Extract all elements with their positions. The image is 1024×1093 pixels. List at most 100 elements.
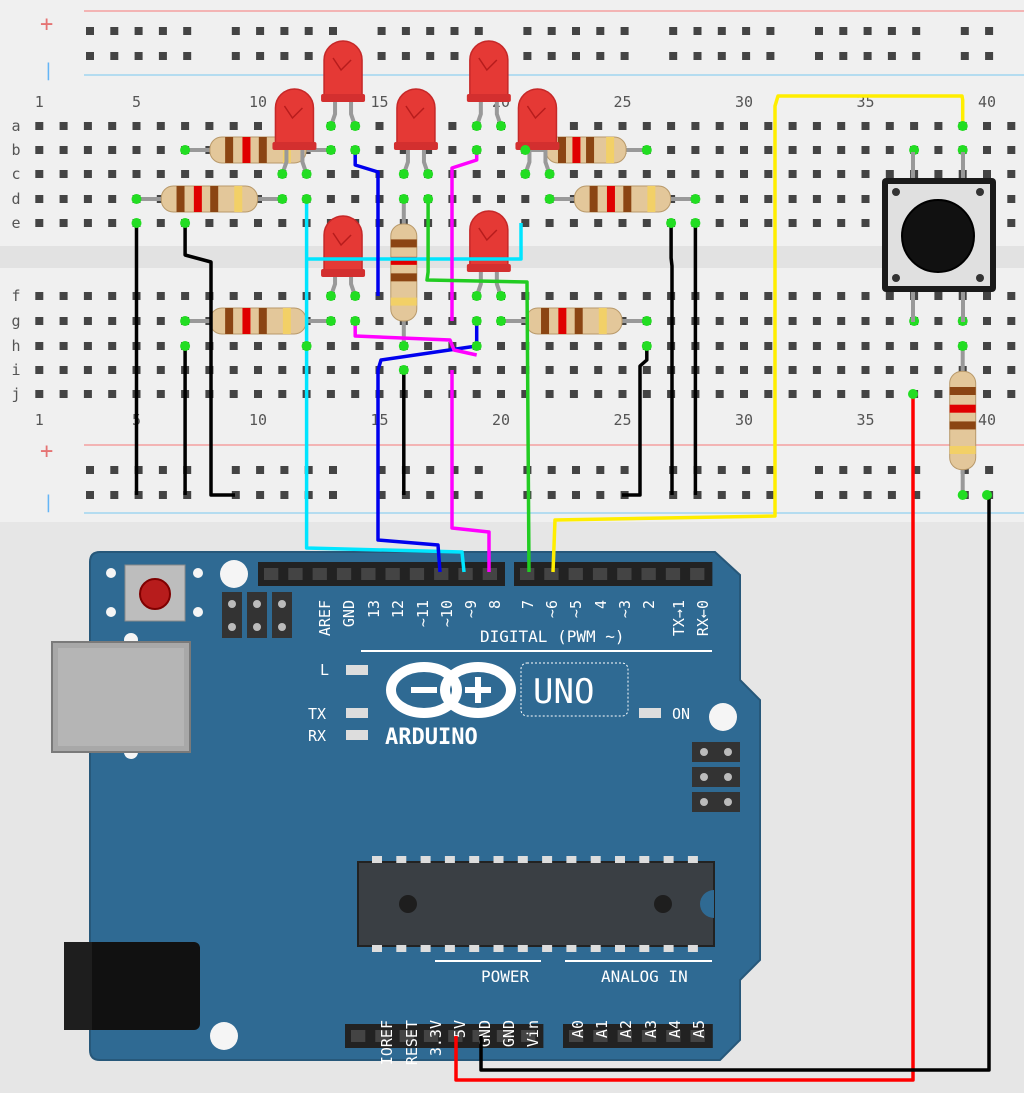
connection-dot	[496, 291, 506, 301]
chip-leg	[493, 856, 504, 863]
connection-dot	[301, 169, 312, 179]
rail-hole	[815, 27, 823, 35]
breadboard-hole	[375, 342, 384, 350]
breadboard-hole	[108, 342, 117, 350]
header-socket	[361, 568, 376, 580]
breadboard-hole	[205, 170, 214, 178]
pin-label: RESET	[403, 1020, 421, 1065]
breadboard-hole	[715, 292, 724, 300]
breadboard-hole	[740, 122, 748, 130]
row-letter: b	[11, 141, 20, 159]
chip-leg	[444, 945, 455, 952]
breadboard-hole	[788, 195, 797, 203]
reset-button[interactable]	[139, 578, 171, 610]
rail-hole	[620, 27, 629, 35]
breadboard-hole	[326, 195, 335, 203]
breadboard-hole	[156, 122, 165, 130]
led-tx-label: TX	[308, 705, 326, 723]
breadboard-hole	[788, 390, 797, 398]
rail-hole	[183, 491, 192, 499]
wire-black	[622, 346, 649, 497]
resistor-band	[390, 297, 417, 306]
breadboard-hole	[812, 342, 821, 350]
breadboard-hole	[497, 342, 505, 350]
breadboard-hole	[545, 292, 554, 300]
rail-hole	[547, 491, 556, 499]
led-dome	[323, 40, 363, 99]
breadboard-hole	[83, 292, 92, 300]
connection-dot	[423, 194, 434, 204]
breadboard-hole	[59, 292, 68, 300]
push-button-cap[interactable]	[901, 199, 975, 273]
breadboard-hole	[569, 390, 578, 398]
connection-dot	[544, 169, 555, 179]
rail-hole	[158, 491, 167, 499]
rail-hole	[547, 52, 556, 60]
breadboard-hole	[497, 195, 505, 203]
breadboard-hole	[885, 292, 894, 300]
rail-hole	[912, 52, 921, 60]
header-socket	[288, 568, 303, 580]
connection-dot	[690, 194, 701, 204]
breadboard-hole	[351, 170, 360, 178]
connection-dot	[180, 316, 191, 326]
push-button-corner-dot	[976, 274, 984, 282]
breadboard-hole	[59, 390, 68, 398]
push-button[interactable]	[882, 152, 996, 322]
breadboard-hole	[861, 170, 870, 178]
arduino-brand-label: ARDUINO	[385, 725, 478, 750]
breadboard-hole	[861, 317, 870, 325]
rail-hole	[766, 491, 775, 499]
led-die	[283, 105, 303, 120]
rail-hole	[887, 27, 896, 35]
led-dome	[274, 88, 315, 147]
breadboard-hole	[497, 390, 505, 398]
breadboard-hole	[983, 366, 991, 374]
breadboard-hole	[764, 366, 773, 374]
connection-dot	[496, 121, 506, 131]
resistor	[136, 185, 283, 213]
breadboard-hole	[642, 390, 651, 398]
connection-dot	[350, 316, 361, 326]
breadboard-hole	[472, 195, 481, 203]
connection-dot	[520, 169, 531, 179]
breadboard-hole	[351, 342, 360, 350]
resistor-band	[258, 308, 267, 334]
rail-hole	[693, 52, 702, 60]
wire-endpoints	[131, 121, 992, 500]
breadboard-hole	[351, 390, 360, 398]
rail-hole	[863, 27, 872, 35]
breadboard-hole	[934, 292, 943, 300]
breadboard-hole	[156, 170, 165, 178]
wire-red	[454, 394, 915, 1082]
rail-hole	[304, 466, 313, 474]
breadboard-hole	[691, 146, 700, 154]
chip-leg	[663, 945, 674, 952]
rail-hole	[717, 52, 726, 60]
rail-hole	[304, 27, 313, 35]
column-number: 30	[735, 93, 753, 111]
rail-hole	[231, 52, 240, 60]
breadboard-hole	[642, 292, 651, 300]
arduino-uno-board: ARDUINO UNO L TX RX ON DIGITAL (PWM ~) P…	[51, 551, 761, 1065]
chip-leg	[542, 856, 553, 863]
rail-hole	[183, 52, 192, 60]
breadboard-hole	[812, 317, 821, 325]
chip-leg	[639, 856, 650, 863]
breadboard-hole	[375, 317, 384, 325]
resistor-body	[573, 185, 672, 213]
header-socket	[617, 1030, 632, 1042]
wire-blue	[353, 150, 380, 296]
pin-label: TX→1	[670, 600, 688, 636]
rail-hole	[329, 466, 337, 474]
rail-hole	[620, 466, 629, 474]
pin-label: ~9	[462, 600, 480, 618]
rail-hole	[256, 52, 265, 60]
wire-magenta	[450, 370, 491, 572]
breadboard-hole	[861, 366, 870, 374]
rail-hole	[134, 466, 143, 474]
breadboard-hole	[764, 219, 773, 227]
breadboard-hole	[521, 366, 530, 374]
mounting-hole	[210, 1022, 238, 1050]
